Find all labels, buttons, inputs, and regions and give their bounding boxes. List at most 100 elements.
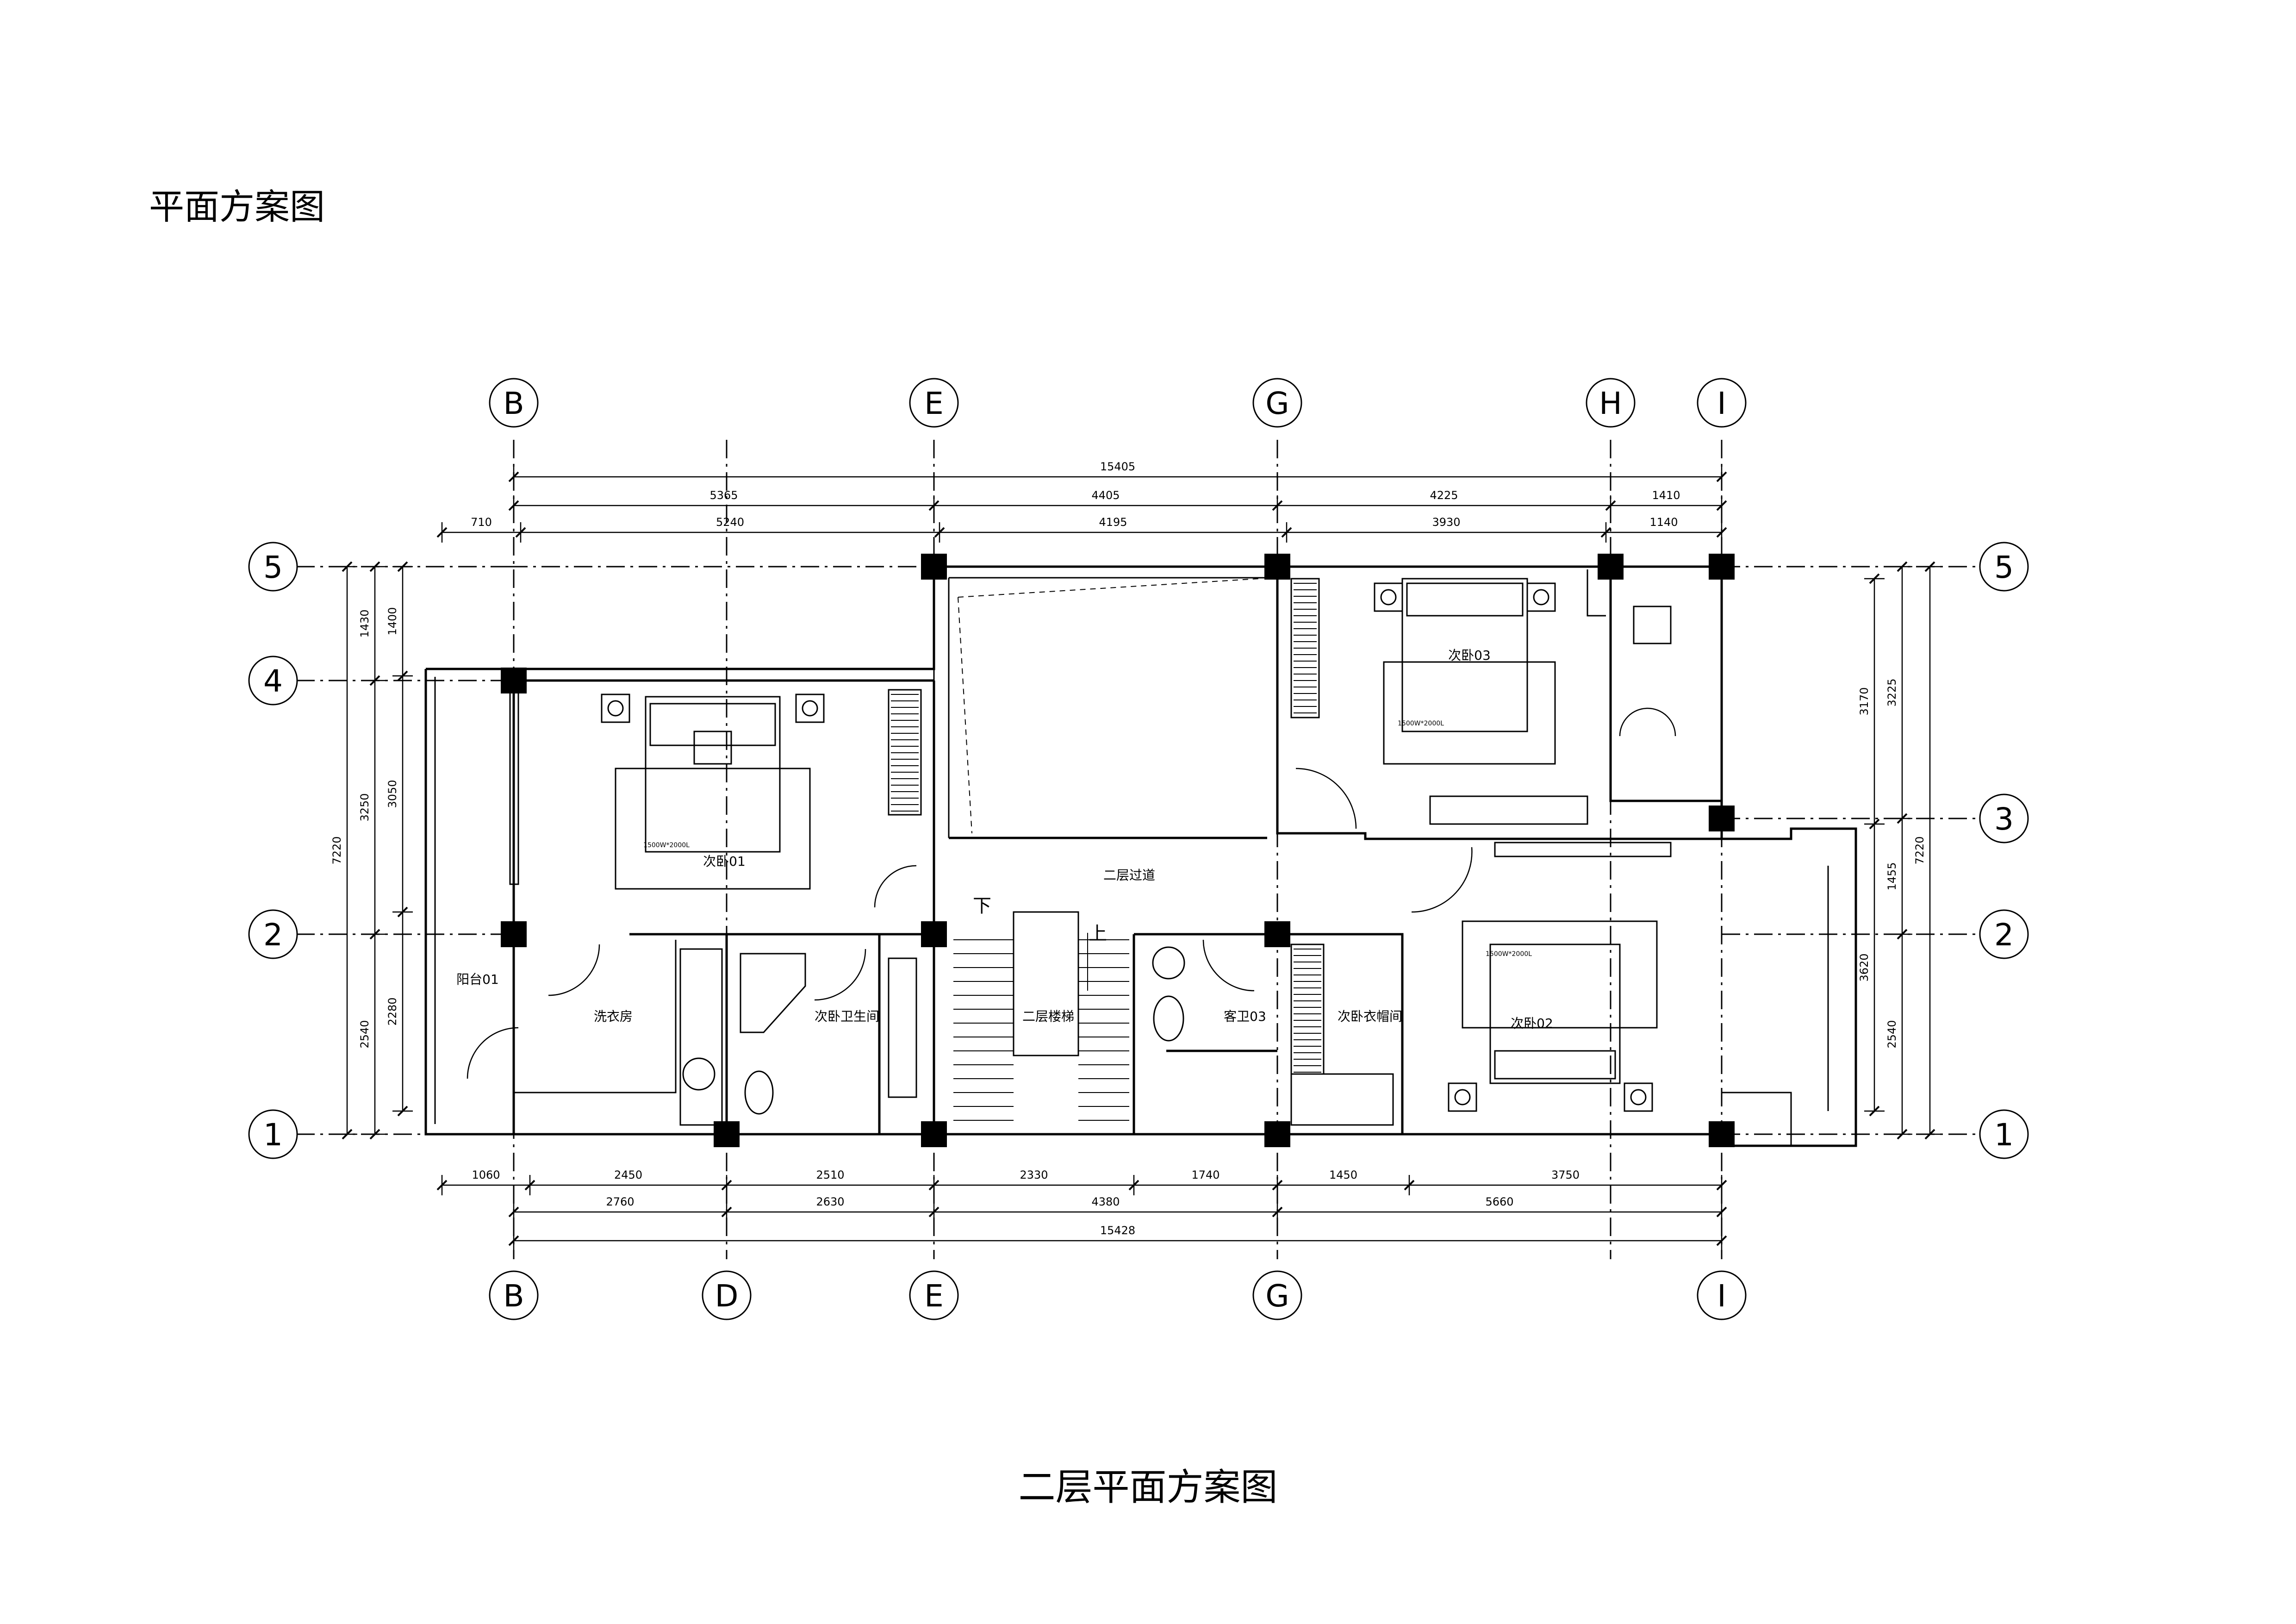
bedroom03-nightstand-right xyxy=(1526,582,1556,612)
dim-bottom-row2-slash xyxy=(928,1206,940,1218)
axis-bubble-right-2-circle xyxy=(1979,909,2029,959)
room-label-bedroom2: 次卧02 xyxy=(1511,1016,1553,1031)
bedroom03-wardrobe xyxy=(1290,578,1320,718)
dim-bottom-row2-slash xyxy=(1716,1206,1727,1218)
dim-top-row2-label: 1140 xyxy=(1649,516,1678,529)
dim-bottom-row1-label: 1450 xyxy=(1329,1168,1357,1181)
bed-note-2: 1500W*2000L xyxy=(1486,950,1532,958)
bedroom02-bed xyxy=(1489,943,1621,1084)
bedroom03-pillows xyxy=(1406,582,1524,617)
bedroom01-nightstand-right xyxy=(795,693,825,723)
dim-left-mid-slash xyxy=(369,675,380,686)
round-chair xyxy=(1619,707,1676,737)
column xyxy=(1264,1121,1290,1147)
plan-title: 二层平面方案图 xyxy=(1018,1466,1278,1509)
axis-bubble-left-2-circle xyxy=(248,909,298,959)
dim-top-row1-label: 1410 xyxy=(1652,489,1680,502)
furniture-and-fixtures xyxy=(467,578,1676,1126)
lamp xyxy=(1630,1089,1647,1106)
laundry-counter xyxy=(679,948,723,1126)
dim-bottom-row2-label: 5660 xyxy=(1485,1195,1513,1208)
dim-bottom-row1-label: 2450 xyxy=(614,1168,642,1181)
dim-right-outer-slash xyxy=(1924,1129,1935,1140)
axis-bubble-bottom-E-label: E xyxy=(924,1278,944,1314)
column xyxy=(921,921,947,947)
axis-bubble-right-2-label: 2 xyxy=(1994,917,2014,953)
dim-top-total-slash xyxy=(508,471,519,482)
room-label-bath: 次卧卫生间 xyxy=(815,1009,879,1024)
dim-bottom-row1-slash xyxy=(1128,1180,1139,1191)
dim-bottom-row2-label: 4380 xyxy=(1091,1195,1120,1208)
bedroom02-pillows xyxy=(1494,1050,1616,1080)
dim-top-total-label: 15405 xyxy=(1100,460,1135,473)
dim-right-mid-label: 1455 xyxy=(1885,862,1898,890)
axis-bubble-left-1-label: 1 xyxy=(263,1117,283,1153)
dim-top-row2-label: 710 xyxy=(471,516,492,529)
dim-left-mid-slash xyxy=(369,1129,380,1140)
void-edge-dash xyxy=(958,597,972,834)
bedroom01-bed xyxy=(645,696,781,853)
dim-left-mid-label: 3250 xyxy=(358,793,371,821)
washing-machine xyxy=(682,1057,716,1091)
dim-top-row2-slash xyxy=(934,527,945,538)
dim-left-mid-label: 1430 xyxy=(358,609,371,637)
bedroom01-wardrobe xyxy=(888,689,922,816)
dim-bottom-row1-slash xyxy=(524,1180,535,1191)
dim-top-row1-label: 4225 xyxy=(1430,489,1458,502)
dim-top-row1-slash xyxy=(508,500,519,511)
armchair xyxy=(1633,606,1672,644)
dim-top-row1-label: 4405 xyxy=(1091,489,1120,502)
dim-bottom-total-label: 15428 xyxy=(1100,1224,1135,1237)
guestbath-toilet xyxy=(1153,995,1184,1042)
column xyxy=(1264,921,1290,947)
dim-right-mid-slash xyxy=(1897,561,1908,572)
axis-bubble-right-1-circle xyxy=(1979,1109,2029,1159)
balcony-notch xyxy=(1722,1092,1792,1146)
axis-bubble-left-5-circle xyxy=(248,542,298,592)
balcony-door-swing xyxy=(467,1027,519,1079)
axis-g-wall xyxy=(1276,567,1722,840)
axis-bubble-top-E-circle xyxy=(909,378,959,428)
axis-bubble-left-4-label: 4 xyxy=(263,663,283,699)
stair-label-up: 上 xyxy=(1089,923,1107,944)
room-label-balcony: 阳台01 xyxy=(456,972,499,987)
dim-left-inner-label: 2280 xyxy=(386,997,399,1025)
balcony-right xyxy=(1722,827,1857,1147)
dim-bottom-row2-label: 2760 xyxy=(606,1195,634,1208)
room-label-stair: 二层楼梯 xyxy=(1022,1009,1074,1024)
bedroom02-nightstand-left xyxy=(1448,1082,1477,1112)
dim-bottom-row1-slash xyxy=(721,1180,732,1191)
dim-top-row2-label: 4195 xyxy=(1099,516,1127,529)
room-label-bedroom3: 次卧03 xyxy=(1448,648,1491,663)
axis-bubble-top-I-label: I xyxy=(1717,386,1726,421)
dim-top-row2-slash xyxy=(515,527,526,538)
dim-top-row2-slash xyxy=(1600,527,1612,538)
dim-top-row1-label: 5365 xyxy=(709,489,738,502)
bedroom01-nightstand-left xyxy=(601,693,630,723)
dim-left-inner-slash xyxy=(397,561,408,572)
dim-left-mid-slash xyxy=(369,929,380,940)
column xyxy=(921,1121,947,1147)
axis-bubble-bottom-D-circle xyxy=(702,1270,752,1320)
dim-right-mid-slash xyxy=(1897,929,1908,940)
outer-wall-bottom-left xyxy=(424,669,1722,1136)
bedroom03-niche xyxy=(1587,569,1606,617)
dim-left-mid-slash xyxy=(369,561,380,572)
guestbath-basin xyxy=(1152,946,1185,980)
dim-bottom-total-slash xyxy=(508,1235,519,1246)
dim-left-inner-slash xyxy=(397,670,408,681)
axis-bubble-top-B-label: B xyxy=(503,386,524,421)
closet-rack xyxy=(1290,943,1325,1075)
window-sash xyxy=(509,689,519,885)
dim-left-inner-label: 1400 xyxy=(386,607,399,635)
dim-right-mid-label: 3225 xyxy=(1885,678,1898,706)
closet-wall xyxy=(1277,933,1404,1134)
column xyxy=(1709,1121,1735,1147)
axis-bubble-bottom-D-label: D xyxy=(715,1278,739,1314)
axis-bubble-top-G-label: G xyxy=(1265,386,1289,421)
dim-right-inner-label: 3620 xyxy=(1858,953,1871,981)
dim-bottom-row1-slash xyxy=(1272,1180,1283,1191)
axis-bubble-top-H-label: H xyxy=(1599,386,1622,421)
dim-right-inner-label: 3170 xyxy=(1858,687,1871,715)
